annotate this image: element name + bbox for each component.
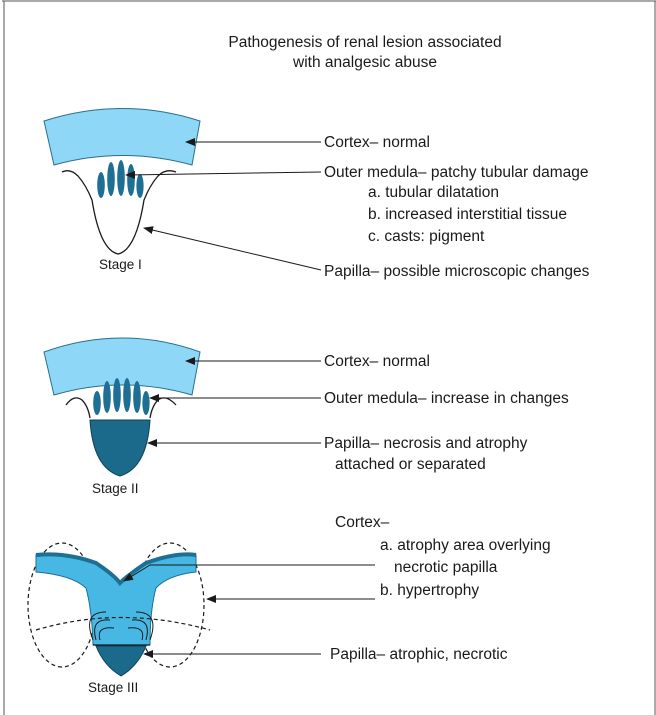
stage-3-cortex-item-a: a. atrophy area overlying (380, 537, 551, 554)
stage-3-papilla (96, 646, 146, 676)
stage-3-cortex-label: Cortex– (335, 514, 390, 531)
stage-2-label: Stage II (92, 481, 139, 496)
stage-2-cortex-label: Cortex– normal (324, 353, 430, 370)
stage-3-kidney-illustration (28, 543, 210, 676)
stage-3-cortex-item-b: b. hypertrophy (380, 582, 479, 599)
stage-1-tubules (97, 160, 143, 198)
stage-1-medulla-item-c: c. casts: pigment (368, 228, 485, 245)
stage-2-papilla-label: Papilla– necrosis and atrophy (324, 435, 528, 452)
stage-1-papilla-label: Papilla– possible microscopic changes (324, 263, 590, 280)
stage-1-papilla-arrow (144, 228, 321, 270)
stage-1-cortex (44, 109, 200, 166)
stage-2-medulla-outline (66, 398, 176, 418)
stage-2-cortex (44, 338, 200, 395)
stage-1-medulla-arrow (126, 172, 321, 175)
stage-2-papilla (90, 420, 150, 476)
stage-1-medulla-item-a: a. tubular dilatation (368, 184, 499, 201)
stage-2-kidney-illustration (44, 338, 200, 476)
stage-1-medulla-label: Outer medula– patchy tubular damage (324, 164, 589, 181)
diagram-title-line1: Pathogenesis of renal lesion associated (228, 34, 501, 51)
stage-1-label: Stage I (99, 257, 142, 272)
stage-1-kidney-illustration (44, 109, 200, 255)
stage-3-cortex-item-a-cont: necrotic papilla (394, 559, 498, 576)
stage-1-cortex-label: Cortex– normal (324, 134, 430, 151)
stage-1-medulla-item-b: b. increased interstitial tissue (368, 206, 567, 223)
stage-3-label: Stage III (88, 680, 138, 695)
stage-2-medulla-label: Outer medula– increase in changes (324, 390, 569, 407)
stage-3-cortex-body (36, 554, 196, 645)
stage-3-papilla-label: Papilla– atrophic, necrotic (330, 646, 508, 663)
diagram-title-line2: with analgesic abuse (292, 54, 437, 71)
stage-2-papilla-detail: attached or separated (335, 456, 486, 473)
